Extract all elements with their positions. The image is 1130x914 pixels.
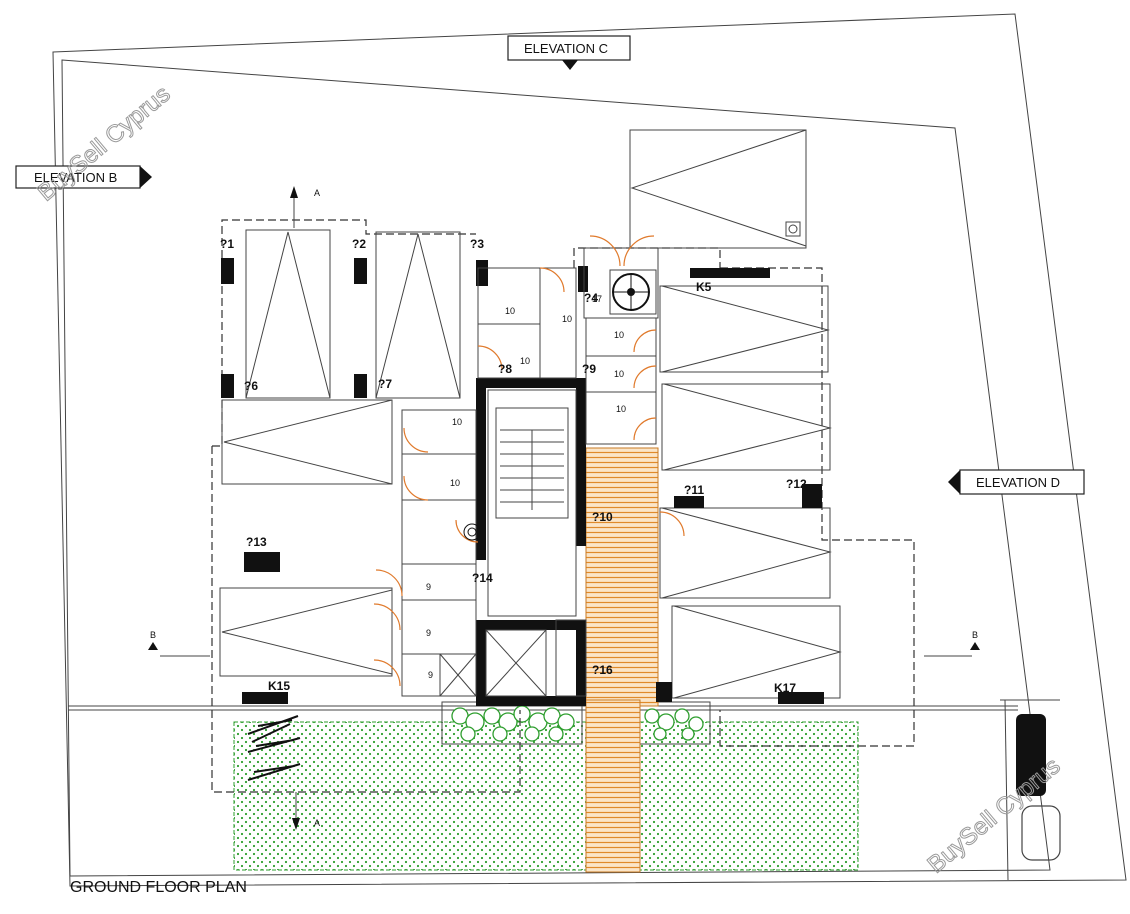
- tag-p2: ?2: [352, 237, 366, 251]
- elevation-d-tag: ELEVATION D: [948, 469, 1085, 495]
- elevation-c-tag: ELEVATION C: [507, 35, 631, 70]
- plan-title: GROUND FLOOR PLAN: [70, 879, 247, 896]
- room-number: 10: [520, 356, 530, 366]
- tag-p4: ?4: [584, 291, 598, 305]
- storage-rooms: [401, 247, 659, 697]
- meter-icon: [463, 523, 481, 541]
- room-number: 10: [452, 417, 462, 427]
- lawn-area: [233, 721, 859, 871]
- tag-p6: ?6: [244, 379, 258, 393]
- element-tags: ?1 ?2 ?3 ?4 ?6 ?7 ?8 ?9 ?10 ?11 ?12 ?13 …: [220, 237, 807, 695]
- tag-k15: K15: [268, 679, 290, 693]
- tag-p8: ?8: [498, 362, 512, 376]
- room-number: 10: [614, 369, 624, 379]
- room-number: 10: [562, 314, 572, 324]
- room-number: 9: [428, 670, 433, 680]
- water-tank-icon: [609, 269, 657, 315]
- room-number: 17: [592, 294, 602, 304]
- section-b-right-label: B: [972, 630, 978, 640]
- tag-p16: ?16: [592, 663, 613, 677]
- room-numbers: 10 10 10 10 10 10 10 10 9 9 9 17: [426, 294, 626, 680]
- section-a-bottom-label: A: [314, 818, 320, 828]
- tag-k17: K17: [774, 681, 796, 695]
- tag-n14: 14: [576, 647, 585, 656]
- planter-shrubs: [441, 701, 711, 745]
- deck-walkway: [585, 447, 659, 873]
- section-markers: A A B B: [148, 186, 980, 830]
- elevation-b-tag: ELEVATION B: [15, 165, 152, 189]
- palm-tree-icon: [247, 715, 301, 781]
- room-number: 10: [450, 478, 460, 488]
- elevation-b-label: ELEVATION B: [34, 170, 117, 185]
- room-number: 9: [426, 628, 431, 638]
- tag-p7: ?7: [378, 377, 392, 391]
- door-swings: [373, 235, 685, 687]
- room-number: 9: [426, 582, 431, 592]
- section-b-left-label: B: [150, 630, 156, 640]
- tag-p13: ?13: [246, 535, 267, 549]
- tag-p14: ?14: [472, 571, 493, 585]
- tag-p12: ?12: [786, 477, 807, 491]
- parking-bays: [219, 129, 842, 699]
- tag-p3: ?3: [470, 237, 484, 251]
- structural-walls: [221, 258, 824, 706]
- elevation-d-label: ELEVATION D: [976, 475, 1060, 490]
- tag-k5: K5: [696, 280, 712, 294]
- room-number: 10: [616, 404, 626, 414]
- section-a-top-label: A: [314, 188, 320, 198]
- tag-p11: ?11: [684, 483, 704, 497]
- room-number: 10: [614, 330, 624, 340]
- car-icon: [1016, 714, 1061, 861]
- room-number: 10: [505, 306, 515, 316]
- tag-p1: ?1: [220, 237, 234, 251]
- tag-p10: ?10: [592, 510, 613, 524]
- elevation-c-label: ELEVATION C: [524, 41, 608, 56]
- tag-p9: ?9: [582, 362, 596, 376]
